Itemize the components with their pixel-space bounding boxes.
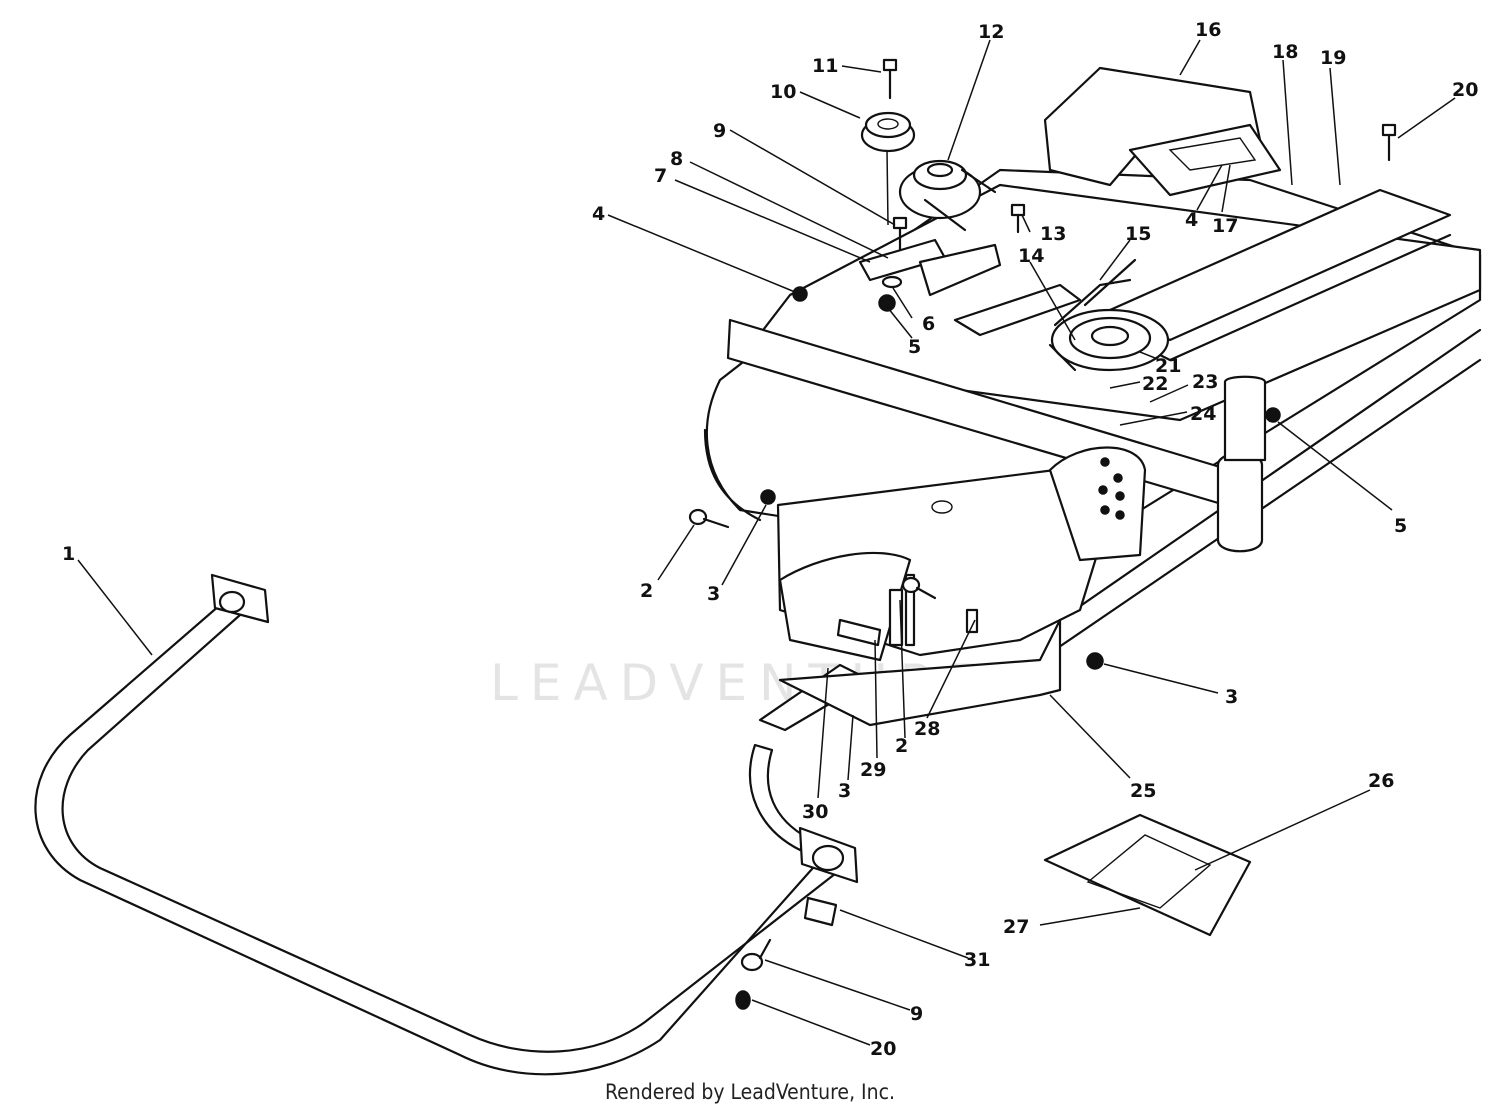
bolt-20-lower bbox=[735, 990, 751, 1010]
nut-3-left bbox=[760, 489, 776, 505]
footer-credit: Rendered by LeadVenture, Inc. bbox=[605, 1080, 895, 1104]
callout-26: 26 bbox=[1368, 770, 1394, 792]
callout-16: 16 bbox=[1195, 19, 1221, 41]
callout-30: 30 bbox=[802, 801, 828, 823]
nut-3-right bbox=[1086, 652, 1104, 670]
callout-3-left: 3 bbox=[707, 583, 720, 605]
callout-18: 18 bbox=[1272, 41, 1298, 63]
idler-pulley-12 bbox=[898, 159, 997, 232]
callout-13: 13 bbox=[1040, 223, 1066, 245]
callout-4-right: 4 bbox=[1185, 209, 1198, 231]
callout-3-right: 3 bbox=[1225, 686, 1238, 708]
bolt-28 bbox=[965, 608, 979, 634]
bolt-20-top bbox=[1381, 123, 1397, 162]
bracket-arm bbox=[918, 243, 1002, 297]
bolt-9-lower bbox=[740, 938, 772, 972]
callout-31: 31 bbox=[964, 949, 990, 971]
idler-arm bbox=[953, 283, 1082, 337]
bolt-2-left bbox=[688, 508, 730, 529]
pin-29 bbox=[836, 618, 882, 647]
callout-6: 6 bbox=[922, 313, 935, 335]
callout-25: 25 bbox=[1130, 780, 1156, 802]
callout-24: 24 bbox=[1190, 403, 1216, 425]
nut-5 bbox=[878, 294, 896, 312]
callout-21: 21 bbox=[1155, 355, 1181, 377]
post-tube bbox=[1216, 465, 1264, 553]
nut-4 bbox=[792, 286, 808, 302]
callout-28: 28 bbox=[914, 718, 940, 740]
upright-tube bbox=[1223, 375, 1267, 462]
callout-1: 1 bbox=[62, 543, 75, 565]
nut-5-right bbox=[1265, 407, 1281, 423]
callout-labels: 1 2 2 3 3 3 4 4 5 5 6 7 8 9 9 10 11 12 1… bbox=[62, 19, 1478, 1060]
drive-pulley bbox=[1050, 278, 1170, 372]
callout-2-middle: 2 bbox=[895, 735, 908, 757]
callout-29: 29 bbox=[860, 759, 886, 781]
mount-plate bbox=[1043, 813, 1252, 937]
callout-12: 12 bbox=[978, 21, 1004, 43]
bolt-9 bbox=[892, 216, 908, 252]
callout-20-bottom: 20 bbox=[870, 1038, 896, 1060]
callout-3-middle: 3 bbox=[838, 780, 851, 802]
callout-9-bottom: 9 bbox=[910, 1003, 923, 1025]
callout-15: 15 bbox=[1125, 223, 1151, 245]
bumper-tube-outer bbox=[34, 603, 822, 1076]
callout-2-left: 2 bbox=[640, 580, 653, 602]
callout-7: 7 bbox=[654, 165, 667, 187]
callout-5-right: 5 bbox=[1394, 515, 1407, 537]
callout-27: 27 bbox=[1003, 916, 1029, 938]
callout-10: 10 bbox=[770, 81, 796, 103]
callout-17: 17 bbox=[1212, 215, 1238, 237]
bolt-2-middle bbox=[901, 576, 937, 600]
pulley-10 bbox=[860, 111, 916, 153]
bolt-13 bbox=[1010, 203, 1026, 234]
bracket-holes bbox=[1098, 457, 1125, 520]
callout-8: 8 bbox=[670, 148, 683, 170]
callout-11: 11 bbox=[812, 55, 838, 77]
deck-skirt bbox=[778, 618, 1062, 727]
bolt-11 bbox=[882, 58, 898, 100]
callout-23: 23 bbox=[1192, 371, 1218, 393]
clip-31 bbox=[803, 896, 838, 927]
callout-14: 14 bbox=[1018, 245, 1044, 267]
callout-5-center: 5 bbox=[908, 336, 921, 358]
bumper-tube-inner bbox=[61, 613, 842, 1053]
callout-20-top: 20 bbox=[1452, 79, 1478, 101]
callout-22: 22 bbox=[1142, 373, 1168, 395]
shaft-2 bbox=[888, 588, 904, 647]
callout-9-top: 9 bbox=[713, 120, 726, 142]
washer-6 bbox=[881, 275, 903, 289]
callout-19: 19 bbox=[1320, 47, 1346, 69]
leader-lines bbox=[77, 39, 1456, 1046]
callout-4-left: 4 bbox=[592, 203, 605, 225]
belt-segment bbox=[1083, 258, 1137, 307]
